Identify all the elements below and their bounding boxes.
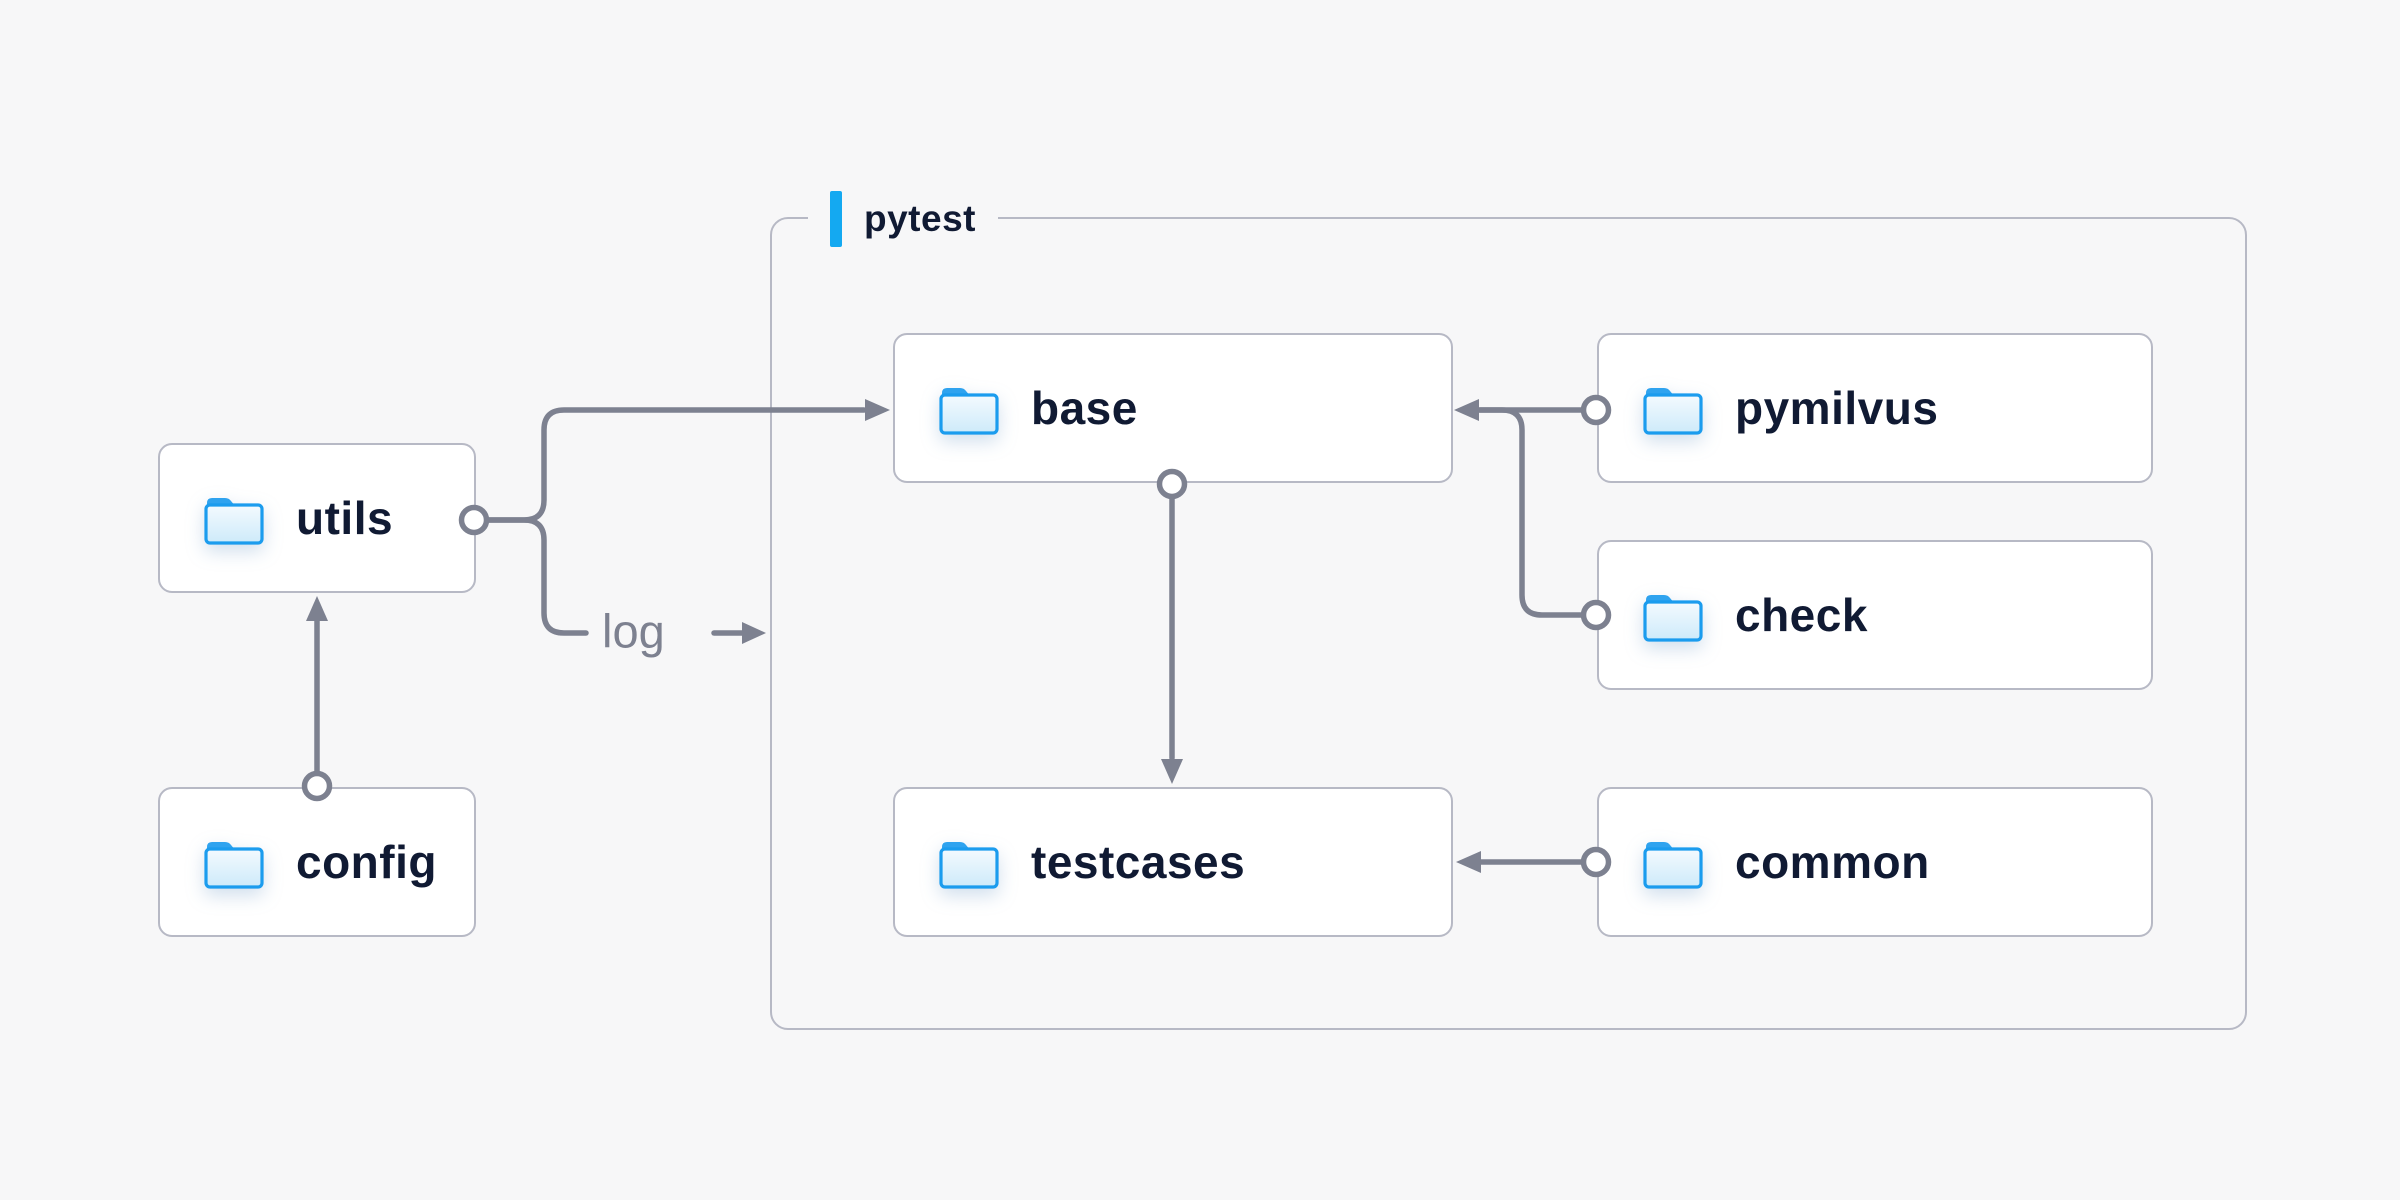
- node-check-label: check: [1735, 589, 1868, 641]
- node-common: common: [1597, 787, 2153, 937]
- arrowhead-into-utils: [306, 596, 328, 621]
- folder-icon: [939, 842, 999, 889]
- edge-utils-log: [483, 517, 589, 636]
- node-utils-label: utils: [296, 492, 394, 544]
- node-base: base: [893, 333, 1453, 483]
- folder-icon: [939, 388, 999, 435]
- edge-label-log: log: [602, 604, 665, 658]
- arrowhead-into-container: [742, 622, 766, 644]
- pytest-container-title: pytest: [864, 198, 976, 239]
- folder-icon: [1643, 388, 1703, 435]
- folder-icon: [204, 498, 264, 545]
- accent-bar: [830, 191, 842, 247]
- node-common-label: common: [1735, 836, 1930, 888]
- node-base-label: base: [1031, 382, 1138, 434]
- folder-icon: [204, 842, 264, 889]
- node-testcases: testcases: [893, 787, 1453, 937]
- node-config-label: config: [296, 836, 437, 888]
- folder-icon: [1643, 595, 1703, 642]
- pytest-container: pytest: [770, 188, 2247, 1030]
- node-pymilvus: pymilvus: [1597, 333, 2153, 483]
- node-pymilvus-label: pymilvus: [1735, 382, 1939, 434]
- node-testcases-label: testcases: [1031, 836, 1246, 888]
- node-check: check: [1597, 540, 2153, 690]
- folder-icon: [1643, 842, 1703, 889]
- node-utils: utils: [158, 443, 476, 593]
- pytest-container-label: pytest: [808, 188, 998, 250]
- node-config: config: [158, 787, 476, 937]
